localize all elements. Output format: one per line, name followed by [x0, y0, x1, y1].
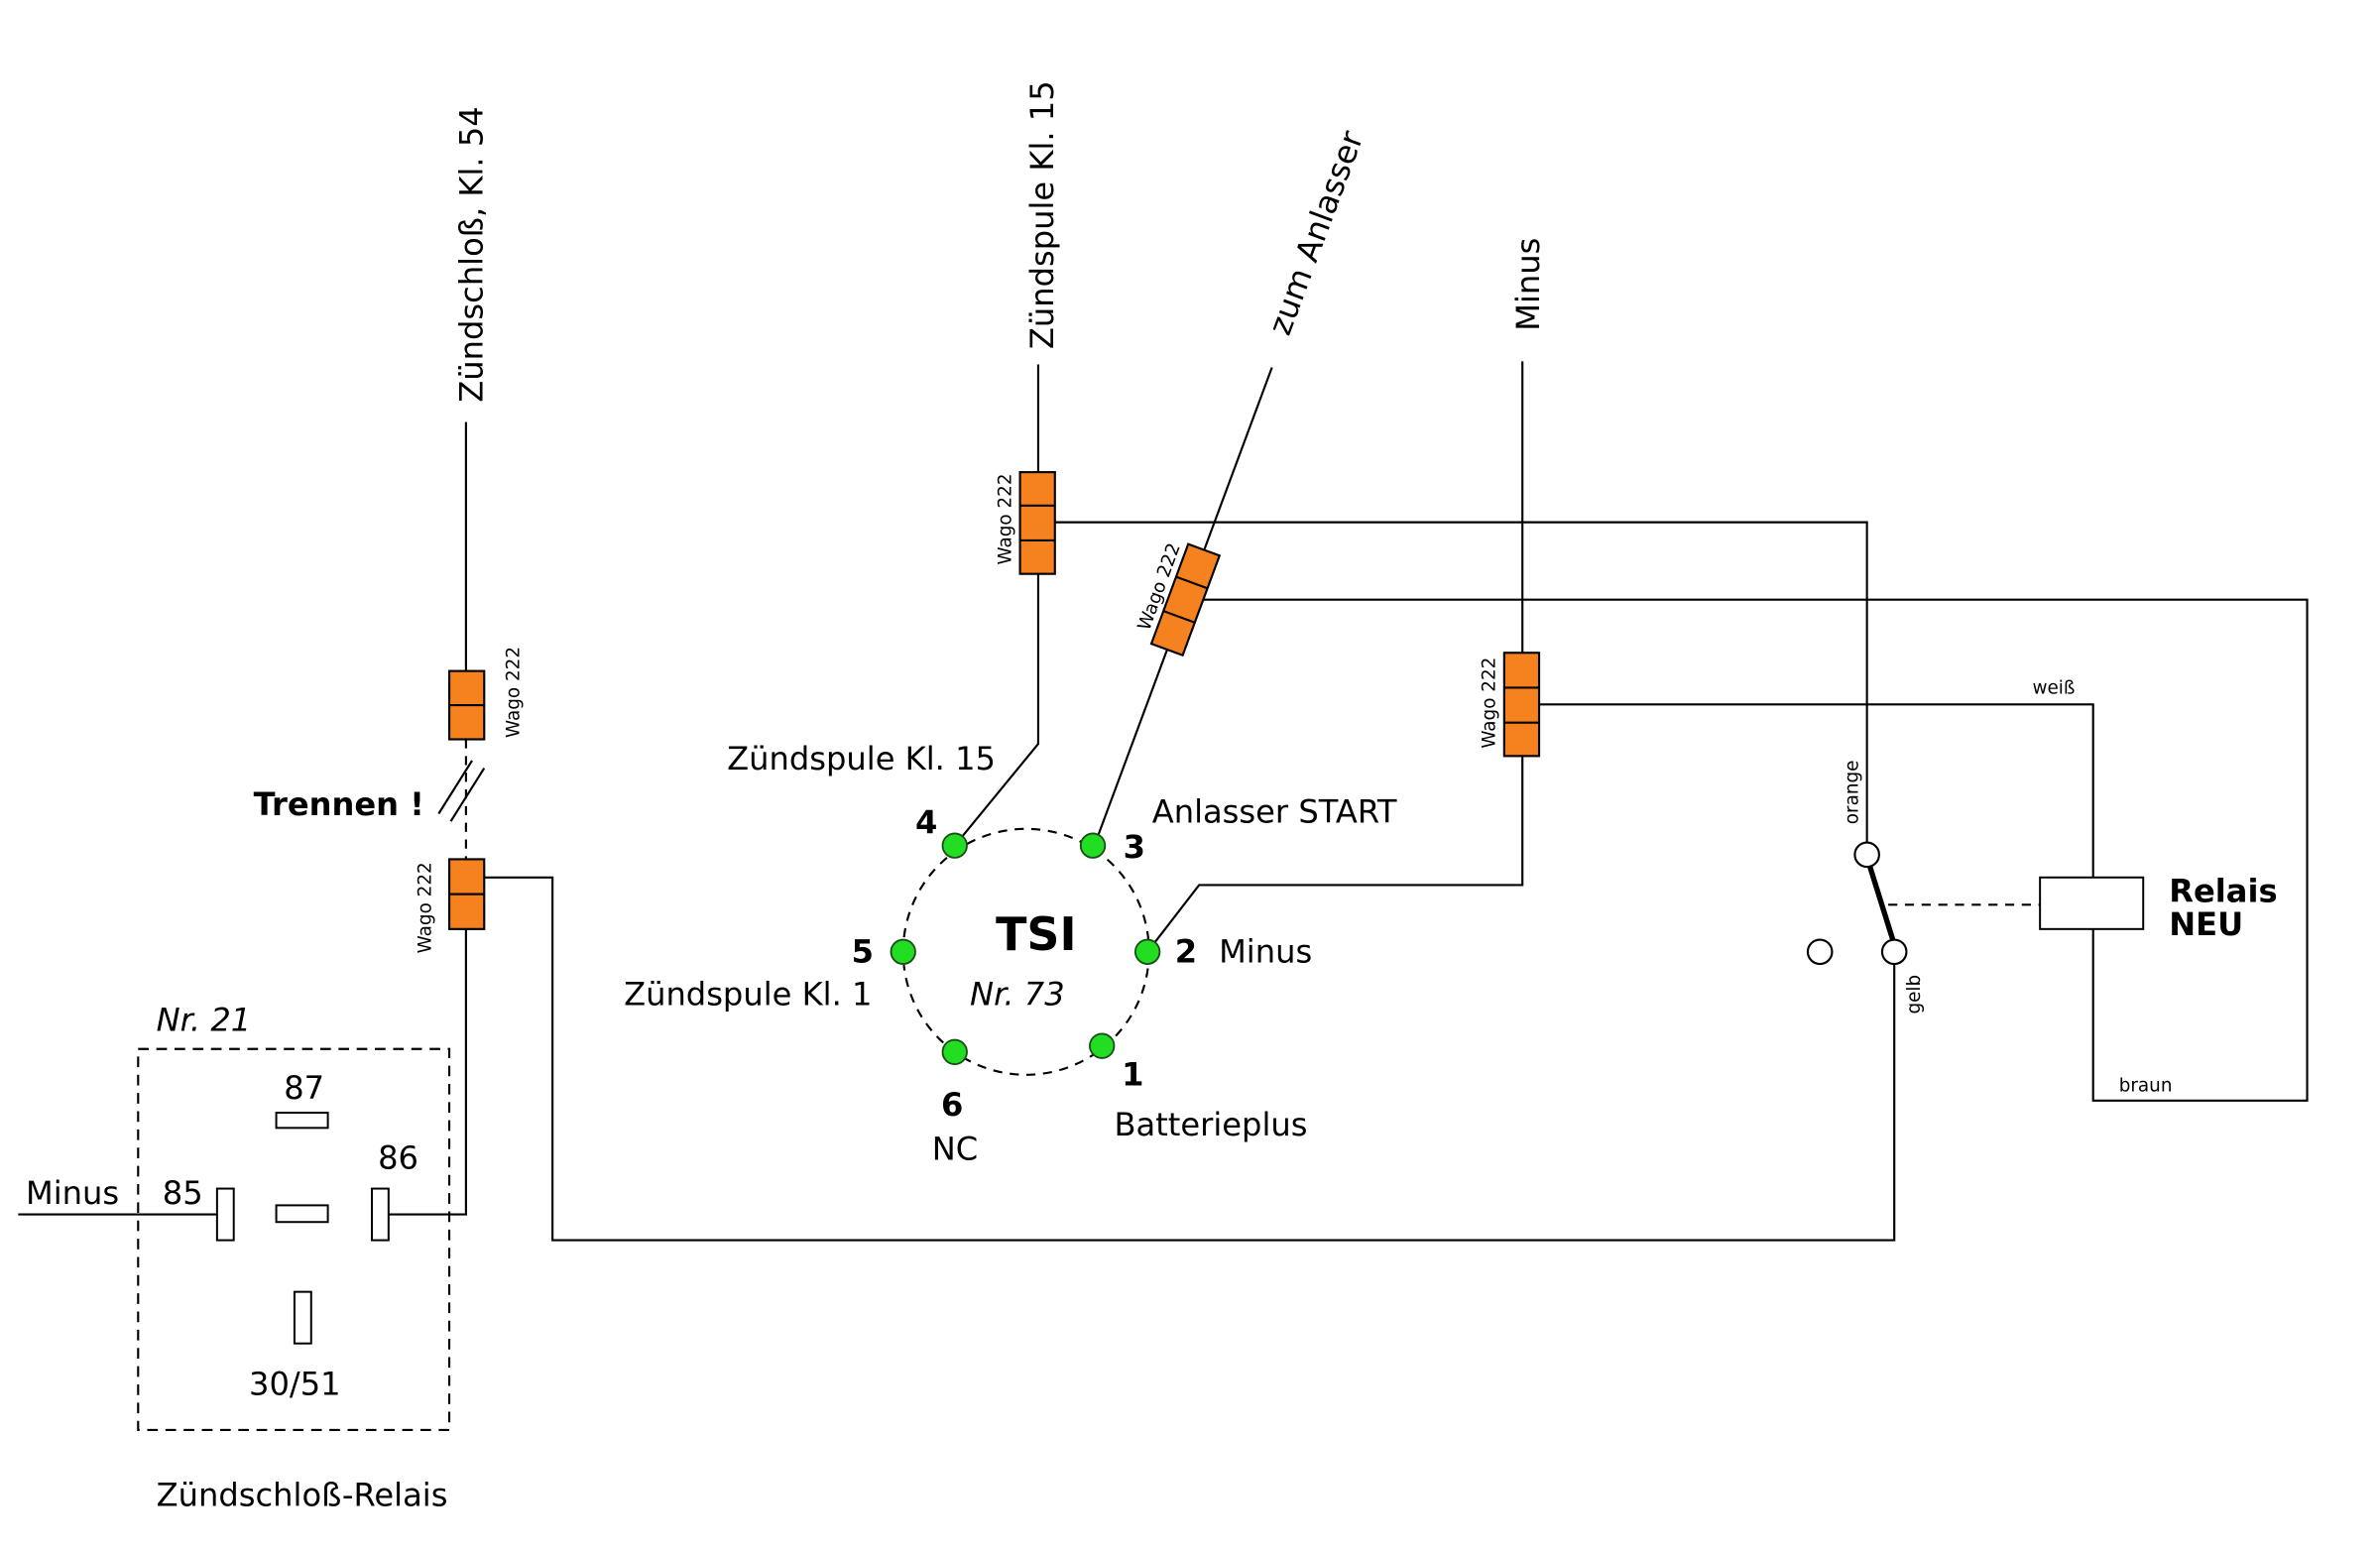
label-to-starter: zum Anlasser — [1260, 125, 1370, 340]
wires — [18, 361, 2309, 1242]
relay-new: Relais NEU weiß braun orange gelb — [1806, 678, 2278, 1097]
terminal-86-label: 86 — [378, 1139, 418, 1177]
connector-body — [1149, 542, 1222, 657]
tsi-pin-1-label: Batterieplus — [1114, 1106, 1307, 1143]
tsi-pin-5-label: Zündspule Kl. 1 — [624, 975, 872, 1013]
wire-minus-to-pin2 — [1146, 756, 1524, 953]
terminal-85 — [215, 1187, 235, 1242]
tsi-pin-1-number: 1 — [1122, 1055, 1143, 1093]
ignition-relay: Nr. 21 87 85 86 30/51 Minus Zündschloß-R… — [26, 1001, 451, 1513]
connector-body — [1502, 652, 1541, 758]
connector-label: Wago 222 — [995, 473, 1015, 564]
switch-contact-open — [1806, 938, 1834, 966]
ignition-relay-minus-label: Minus — [26, 1174, 119, 1212]
terminal-87-label: 87 — [284, 1069, 324, 1107]
ignition-relay-outline — [137, 1047, 451, 1431]
wago-connector-starter: Wago 222 — [1134, 540, 1222, 657]
tsi-pin-4-label: Zündspule Kl. 15 — [727, 740, 996, 777]
tsi-pin-2-number: 2 — [1175, 933, 1197, 971]
switch-contact-common — [1853, 841, 1880, 869]
wire-relay-86 — [388, 928, 467, 1216]
switch-contact-closed — [1880, 938, 1908, 966]
tsi-pin-4 — [941, 832, 968, 859]
connector-divider — [1175, 575, 1208, 590]
connector-body — [1018, 471, 1056, 575]
terminal-center — [275, 1204, 329, 1224]
wire-label-orange: orange — [1842, 761, 1862, 825]
connector-label: Wago 222 — [416, 862, 436, 953]
ignition-relay-number: Nr. 21 — [157, 1001, 252, 1038]
relay-coil — [2039, 876, 2145, 930]
tsi-pin-6 — [941, 1038, 968, 1065]
wago-connector-kl54-upper: Wago 222 — [447, 647, 524, 741]
connector-label: Wago 222 — [1480, 657, 1500, 749]
terminal-85-label: 85 — [163, 1174, 203, 1212]
terminal-30-51 — [293, 1290, 312, 1345]
tsi-pin-6-label: NC — [932, 1130, 978, 1167]
terminal-86 — [371, 1187, 390, 1242]
tsi-name: TSI — [996, 907, 1076, 961]
tsi-pin-2 — [1133, 938, 1161, 965]
switch-arm — [1867, 864, 1896, 943]
terminal-30-51-label: 30/51 — [249, 1366, 341, 1403]
wire-gelb — [484, 876, 1896, 1242]
relay-new-subtitle: NEU — [2169, 905, 2243, 943]
wire-weiss — [1539, 703, 2094, 878]
wago-connector-minus: Wago 222 — [1480, 652, 1541, 758]
tsi-pin-6-number: 6 — [941, 1086, 963, 1124]
separation-mark-1 — [437, 760, 473, 815]
connector-divider — [1162, 610, 1196, 624]
tsi-number: Nr. 73 — [970, 975, 1065, 1013]
label-minus-top: Minus — [1509, 238, 1547, 331]
tsi-pin-3-label: Anlasser START — [1152, 793, 1397, 831]
wire-label-gelb: gelb — [1904, 975, 1925, 1015]
wire-kl15-to-pin4 — [953, 573, 1040, 847]
tsi-pin-2-label: Minus — [1219, 933, 1312, 971]
ignition-relay-caption: Zündschloß-Relais — [157, 1476, 448, 1513]
terminal-87 — [275, 1112, 329, 1130]
wire-starter-to-relay — [1203, 598, 2309, 1102]
tsi-pin-5-number: 5 — [852, 933, 874, 971]
tsi-pin-5 — [890, 938, 916, 965]
label-separate: Trennen ! — [254, 785, 424, 823]
wire-orange — [1054, 521, 1868, 843]
tsi-pin-4-number: 4 — [915, 803, 937, 841]
label-ignition-switch-kl54: Zündschloß, Kl. 54 — [453, 106, 491, 402]
tsi-pin-1 — [1089, 1032, 1116, 1059]
tsi-pin-3 — [1079, 832, 1107, 859]
wago-connector-kl15: Wago 222 — [995, 471, 1056, 575]
wire-label-braun: braun — [2119, 1076, 2173, 1097]
connector-label: Wago 222 — [503, 647, 524, 738]
wago-connector-kl54-lower: Wago 222 — [416, 858, 486, 953]
tsi-module: TSI Nr. 73 1 Batterieplus 2 Minus 3 Anla… — [624, 740, 1397, 1167]
separation-mark-2 — [449, 768, 486, 822]
wire-label-weiss: weiß — [2032, 678, 2075, 699]
relay-new-title: Relais — [2169, 872, 2277, 909]
label-ignition-coil-kl15-top: Zündspule Kl. 15 — [1023, 80, 1061, 349]
tsi-pin-3-number: 3 — [1124, 828, 1145, 866]
